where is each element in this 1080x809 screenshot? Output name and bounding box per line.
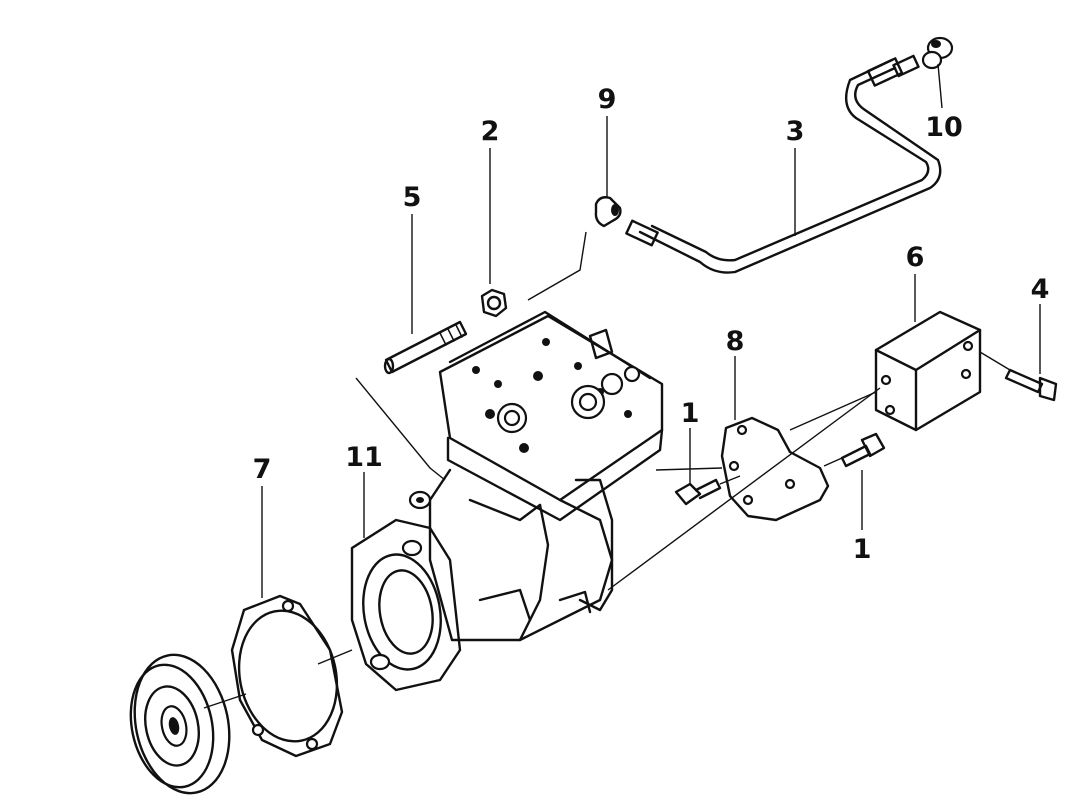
air-line-pipe [625, 54, 942, 274]
callout-1-lower: 1 [853, 534, 872, 565]
callout-2: 2 [481, 116, 500, 147]
callout-4: 4 [1031, 274, 1050, 305]
callout-10: 10 [925, 112, 963, 143]
pulley-gear [129, 653, 231, 795]
elbow-fitting-10 [921, 36, 954, 70]
callout-9: 9 [598, 84, 617, 115]
block-6 [874, 310, 982, 432]
callout-3: 3 [786, 116, 805, 147]
angle-fitting-9 [594, 196, 622, 228]
nut-2 [480, 288, 508, 318]
compressor-body-11 [350, 310, 664, 692]
bolt-1-right [840, 432, 886, 468]
callout-1-upper: 1 [681, 398, 700, 429]
gasket-7 [230, 594, 344, 758]
bracket-8 [720, 416, 830, 522]
bolt-1-left [674, 478, 722, 506]
bolt-4 [1004, 368, 1058, 402]
callout-11: 11 [345, 442, 383, 473]
callout-6: 6 [906, 242, 925, 273]
callout-7: 7 [253, 454, 272, 485]
stud-5 [383, 320, 468, 375]
callout-5: 5 [403, 182, 422, 213]
callout-8: 8 [726, 326, 745, 357]
